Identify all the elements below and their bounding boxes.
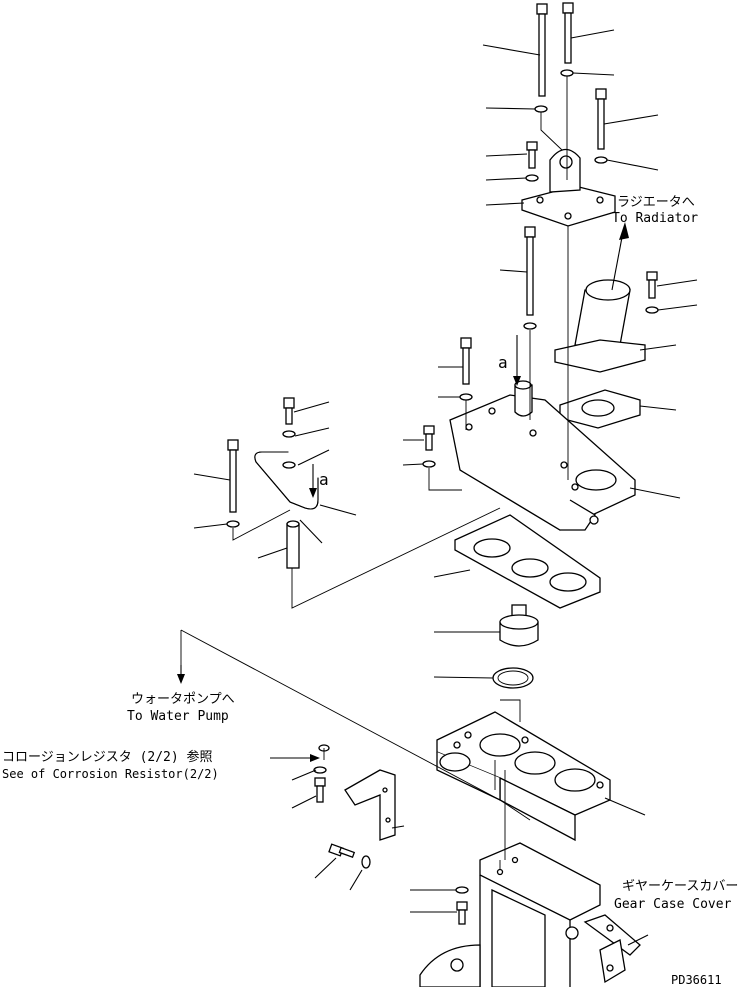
bolt-small-upper: [525, 141, 539, 182]
view-marker-a-pipe: a: [319, 470, 329, 489]
gasket-large: [454, 514, 601, 609]
spacer-sleeve: [286, 520, 300, 569]
mounting-bracket: [521, 148, 616, 227]
gear-case-bolt: [455, 886, 469, 925]
drawing-number: PD36611: [671, 973, 722, 987]
label-radiator-en: To Radiator: [612, 211, 698, 226]
arrows: [177, 222, 629, 762]
washer-top: [534, 69, 608, 164]
gear-case-cover: [419, 842, 601, 987]
label-water-pump-jp: ウォータポンプへ: [131, 692, 235, 707]
bolt-top-right: [562, 2, 574, 64]
corrosion-bracket: [344, 769, 396, 841]
bolt-housing-left: [459, 337, 473, 401]
view-marker-a-top: a: [498, 353, 508, 372]
bolt-long-left: [226, 439, 240, 528]
thermostat: [499, 604, 539, 647]
connection-lines: [180, 76, 569, 870]
label-corrosion-jp: コロージョンレジスタ (2/2) 参照: [2, 749, 213, 765]
label-radiator-jp: ラジエータへ: [617, 195, 695, 210]
small-parts-lower-left: [313, 744, 371, 869]
leader-lines: [193, 29, 698, 946]
seal-ring: [492, 667, 534, 689]
radiator-outlet-pipe: [554, 279, 646, 373]
bolt-right-small: [645, 271, 659, 314]
bolt-housing-lower: [422, 425, 436, 468]
bolt-top-left: [536, 3, 548, 97]
bolt-long-middle: [523, 226, 537, 330]
bypass-pipe: [254, 451, 319, 510]
bolt-pipe-upper: [282, 397, 296, 469]
clamp-plate: [583, 914, 641, 984]
label-gear-case-en: Gear Case Cover: [614, 897, 732, 912]
thermostat-case: [436, 711, 611, 842]
thermostat-housing: [449, 380, 636, 531]
label-gear-case-jp: ギヤーケースカバー: [622, 879, 738, 894]
label-water-pump-en: To Water Pump: [127, 709, 229, 724]
bolt-upper-right: [595, 88, 607, 150]
label-corrosion-en: See of Corrosion Resistor(2/2): [2, 767, 219, 781]
gasket-upper: [559, 389, 641, 429]
